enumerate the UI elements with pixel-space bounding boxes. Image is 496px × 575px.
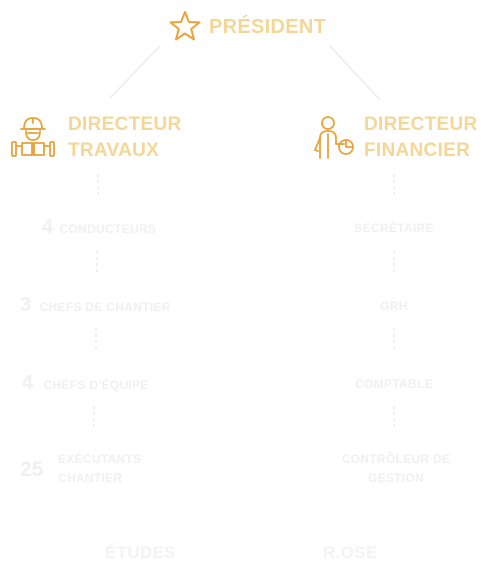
left-item-executants-chantier: 25 EXÉCUTANTS CHANTIER [18, 450, 198, 492]
left-item-chefs-de-chantier: 3 CHEFS DE CHANTIER [20, 294, 171, 317]
directeur-financier-title-line1: DIRECTEUR [364, 114, 478, 135]
directeur-financier-title-line2: FINANCIER [364, 140, 471, 161]
item-count: 25 [20, 458, 44, 481]
worker-helmet-icon [11, 117, 55, 157]
item-label: CHEFS D'ÉQUIPE [43, 378, 149, 392]
item-label-line1: EXÉCUTANTS [58, 452, 142, 466]
left-item-chefs-d-equipe: 4 CHEFS D'ÉQUIPE [22, 372, 149, 395]
left-item-conducteurs: 4 CONDUCTEURS [42, 216, 156, 239]
item-label: SECRÉTAIRE [354, 221, 434, 235]
item-label-line2: CHANTIER [58, 471, 123, 485]
businessman-chart-icon [314, 116, 354, 159]
footer-rose: R.OSE [323, 543, 378, 562]
item-label-line1: CONTRÔLEUR DE [341, 452, 451, 466]
item-count: 3 [20, 294, 32, 316]
star-icon [169, 11, 201, 41]
president-node: PRÉSIDENT [168, 10, 338, 44]
directeur-travaux-title-line1: DIRECTEUR [68, 114, 182, 135]
directeur-travaux-node: DIRECTEUR TRAVAUX [10, 112, 190, 172]
president-label: PRÉSIDENT [209, 16, 327, 38]
right-item-secretaire: SECRÉTAIRE [334, 219, 454, 237]
right-item-grh: GRH [334, 297, 454, 315]
item-label: CHEFS DE CHANTIER [39, 300, 171, 314]
item-label: COMPTABLE [355, 377, 433, 391]
directeur-travaux-title-line2: TRAVAUX [68, 140, 160, 161]
item-label-line2: GESTION [367, 471, 425, 485]
item-count: 4 [42, 216, 54, 238]
right-item-comptable: COMPTABLE [334, 375, 454, 393]
footer-etudes: ÉTUDES [105, 543, 176, 562]
item-count: 4 [22, 372, 34, 394]
item-label: CONDUCTEURS [59, 222, 157, 236]
directeur-financier-node: DIRECTEUR FINANCIER [312, 112, 496, 172]
item-label: GRH [380, 299, 408, 313]
right-item-controleur-de-gestion: CONTRÔLEUR DE GESTION [326, 450, 466, 488]
